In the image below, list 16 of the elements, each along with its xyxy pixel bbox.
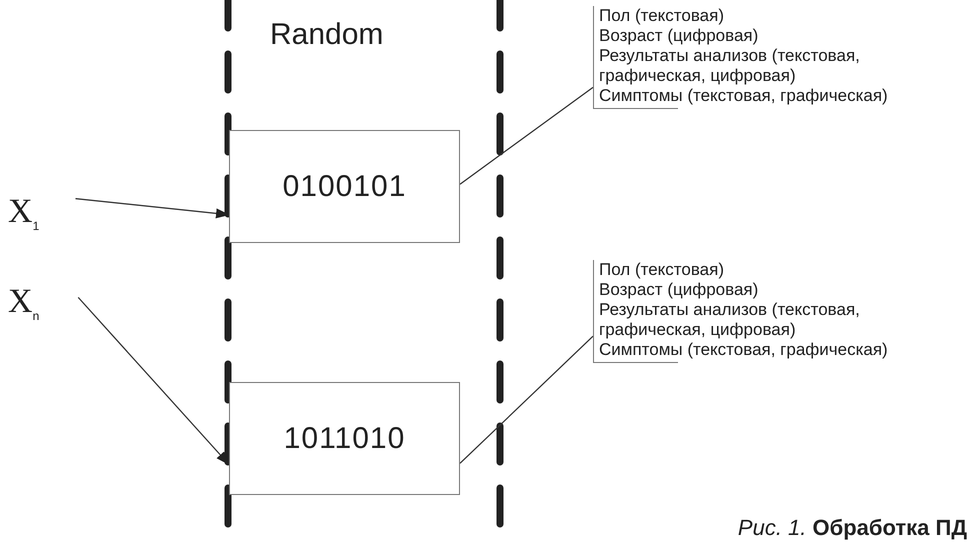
variable-label: X$_{1}$ xyxy=(8,192,62,236)
figure-caption: Рис. 1. Обработка ПД xyxy=(738,515,967,541)
connector-line xyxy=(460,336,594,464)
column-heading: Random xyxy=(270,18,384,52)
attribute-text: Пол (текстовая) xyxy=(599,260,725,280)
attribute-text: Результаты анализов (текстовая, графическая, цифровая) xyxy=(599,300,861,340)
attribute-text: Результаты анализов (текстовая, графическая, цифровая) xyxy=(599,46,861,86)
attribute-text: Возраст (цифровая) xyxy=(599,26,760,46)
binary-code-box: 1011010 xyxy=(229,382,460,495)
binary-code-box: 0100101 xyxy=(229,130,460,243)
variable-label: X$_{n}$ xyxy=(8,282,62,326)
connector-line xyxy=(460,86,594,185)
attribute-text: Симптомы (текстовая, графическая) xyxy=(599,86,889,106)
attribute-text: Возраст (цифровая) xyxy=(599,280,760,300)
attribute-text: Пол (текстовая) xyxy=(599,6,725,26)
attribute-text: Симптомы (текстовая, графическая) xyxy=(599,340,889,360)
